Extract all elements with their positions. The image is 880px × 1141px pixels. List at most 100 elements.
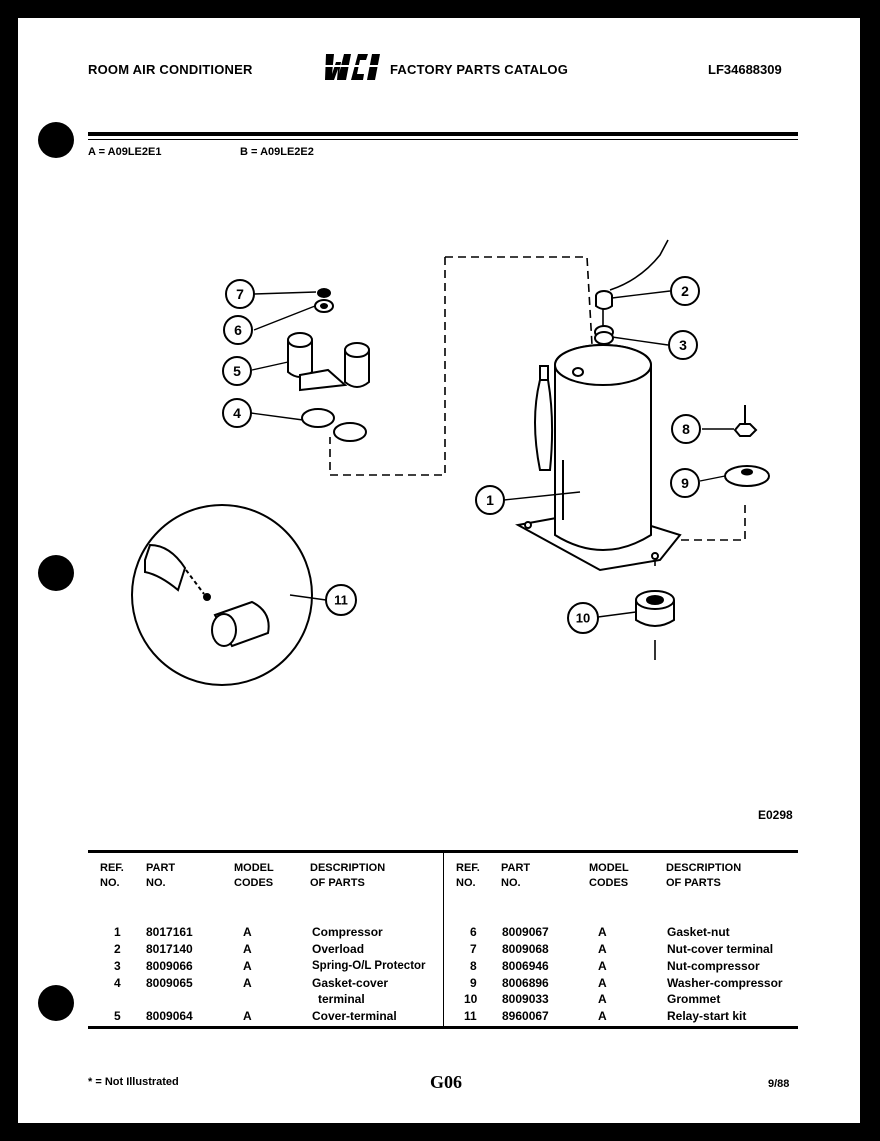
catalog-code: LF34688309 xyxy=(708,62,782,77)
desc-cell: Compressor xyxy=(312,925,383,939)
callout-9 xyxy=(670,468,700,498)
part-cell: 8017161 xyxy=(146,925,193,939)
part-cell: 8009064 xyxy=(146,1009,193,1023)
table-bottom-rule xyxy=(88,1026,798,1029)
desc-header: DESCRIPTION xyxy=(310,862,386,874)
relay-start-kit-part xyxy=(131,504,313,686)
desc-cell: Gasket-cover xyxy=(312,976,389,990)
callout-10 xyxy=(567,602,599,634)
callout-8 xyxy=(671,414,701,444)
table-top-rule xyxy=(88,850,798,853)
callout-label: 1 xyxy=(486,492,494,508)
ref-cell: 4 xyxy=(114,976,121,990)
part-cell: 8009068 xyxy=(502,942,549,956)
callout-label: 2 xyxy=(681,283,689,299)
desc-cell: Nut-compressor xyxy=(667,959,760,973)
code-cell: A xyxy=(243,942,252,956)
part-cell: 8009067 xyxy=(502,925,549,939)
part-cell: 8017140 xyxy=(146,942,193,956)
callout-7 xyxy=(225,279,255,309)
punch-hole xyxy=(38,985,74,1021)
code-cell: A xyxy=(243,1009,252,1023)
part-header: PART xyxy=(501,862,531,874)
code-cell: A xyxy=(243,925,252,939)
ref-header: REF. xyxy=(456,862,480,874)
ref-cell: 10 xyxy=(464,992,478,1006)
wci-logo xyxy=(322,54,384,80)
callout-label: 8 xyxy=(682,421,690,437)
model-header: MODEL xyxy=(589,862,629,874)
nut-cover-terminal-part xyxy=(317,288,331,298)
spring-protector-part xyxy=(594,325,614,345)
code-cell: A xyxy=(243,959,252,973)
desc-header: DESCRIPTION xyxy=(666,862,742,874)
ref-cell: 8 xyxy=(470,959,477,973)
callout-label: 7 xyxy=(236,286,244,302)
code-cell: A xyxy=(598,1009,607,1023)
model-header: MODEL xyxy=(234,862,274,874)
overload-part xyxy=(595,290,613,310)
page-number: G06 xyxy=(430,1072,463,1092)
callout-label: 11 xyxy=(334,593,348,608)
callout-label: 10 xyxy=(576,611,590,626)
exploded-parts-diagram: 7 6 5 4 1 2 3 8 9 10 11 xyxy=(131,239,770,686)
code-cell: A xyxy=(598,959,607,973)
code-cell: A xyxy=(598,925,607,939)
desc-cell: Grommet xyxy=(667,992,721,1006)
part-cell: 8960067 xyxy=(502,1009,549,1023)
code-cell: A xyxy=(243,976,252,990)
part-cell: 8009066 xyxy=(146,959,193,973)
gasket-nut-part xyxy=(314,299,334,313)
model-b-label: B = A09LE2E2 xyxy=(240,146,314,158)
punch-hole xyxy=(38,555,74,591)
header-rule-thin xyxy=(88,139,798,140)
part-cell: 8009033 xyxy=(502,992,549,1006)
punch-hole xyxy=(38,122,74,158)
callout-3 xyxy=(668,330,698,360)
ref-cell: 6 xyxy=(470,925,477,939)
part-cell: 8009065 xyxy=(146,976,193,990)
desc-cell: Overload xyxy=(312,942,365,956)
revision-date: 9/88 xyxy=(768,1078,790,1090)
table-divider xyxy=(443,853,444,1026)
desc-cell: Washer-compressor xyxy=(667,976,783,990)
ref-cell: 9 xyxy=(470,976,477,990)
callout-6 xyxy=(223,315,253,345)
ref-cell: 3 xyxy=(114,959,121,973)
desc-cell: Relay-start kit xyxy=(667,1009,747,1023)
washer-compressor-part xyxy=(724,465,770,487)
header-center-title: FACTORY PARTS CATALOG xyxy=(390,62,569,77)
desc-cell: Gasket-nut xyxy=(667,925,730,939)
gasket-cover-part xyxy=(301,408,367,442)
part-cell: 8006896 xyxy=(502,976,549,990)
callout-2 xyxy=(670,276,700,306)
ref-cell: 11 xyxy=(464,1009,477,1023)
desc-cell: Cover-terminal xyxy=(312,1009,397,1023)
callout-1 xyxy=(475,485,505,515)
part-header: PART xyxy=(146,862,176,874)
callout-4 xyxy=(222,398,252,428)
code-cell: A xyxy=(598,942,607,956)
ref-cell: 7 xyxy=(470,942,477,956)
callout-11 xyxy=(325,584,357,616)
model-a-label: A = A09LE2E1 xyxy=(88,146,162,158)
diagram-code: E0298 xyxy=(758,808,793,822)
nut-compressor-part xyxy=(733,405,758,437)
not-illustrated-note: * = Not Illustrated xyxy=(88,1076,179,1088)
ref-cell: 2 xyxy=(114,942,121,956)
header-left-title: ROOM AIR CONDITIONER xyxy=(88,62,253,77)
cover-terminal-part xyxy=(287,332,370,392)
compressor-part xyxy=(515,344,682,572)
desc-cell-continued: terminal xyxy=(318,992,365,1006)
ref-cell: 1 xyxy=(114,925,121,939)
part-cell: 8006946 xyxy=(502,959,549,973)
code-cell: A xyxy=(598,992,607,1006)
callout-5 xyxy=(222,356,252,386)
code-cell: A xyxy=(598,976,607,990)
desc-cell: Nut-cover terminal xyxy=(667,942,774,956)
callout-label: 4 xyxy=(233,405,241,421)
ref-header: REF. xyxy=(100,862,124,874)
grommet-part xyxy=(635,590,675,627)
header-rule xyxy=(88,132,798,136)
desc-cell: Spring-O/L Protector xyxy=(312,960,426,972)
